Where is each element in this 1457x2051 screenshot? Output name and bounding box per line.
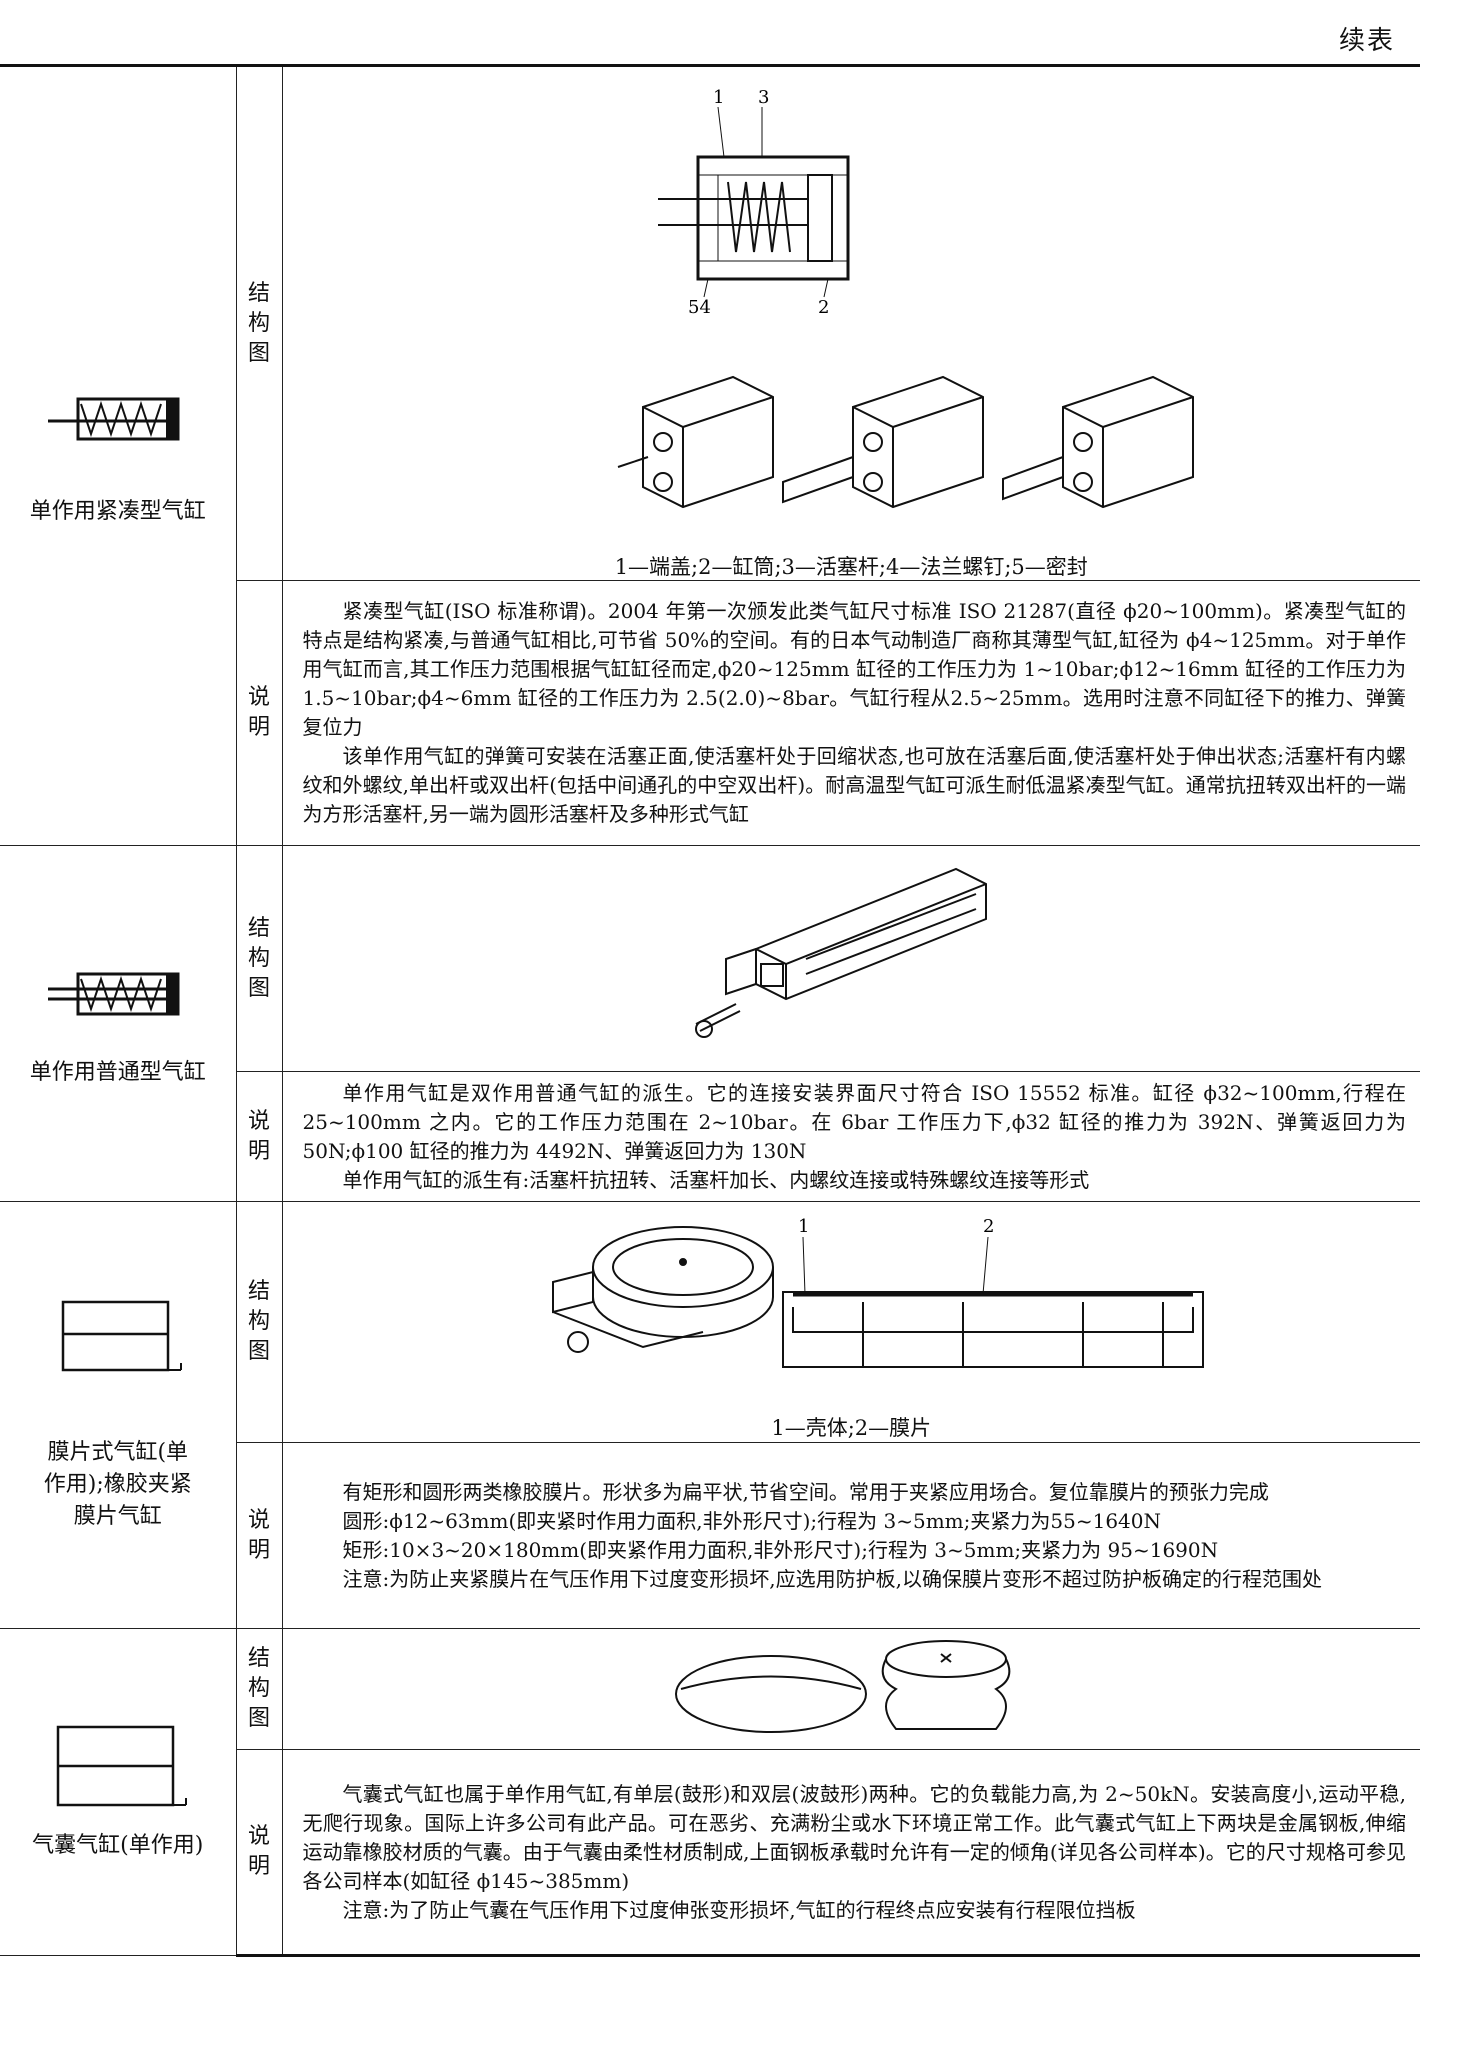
structure-label: 结构图 — [247, 915, 270, 1001]
row-4-name-cell: 气囊气缸(单作用) — [0, 1628, 237, 1956]
row-4-explanation-cell: 气囊式气缸也属于单作用气缸,有单层(鼓形)和双层(波鼓形)两种。它的负载能力高,… — [281, 1749, 1421, 1957]
paragraph: 该单作用气缸的弹簧可安装在活塞正面,使活塞杆处于回缩状态,也可放在活塞后面,使活… — [302, 744, 1407, 826]
paragraph: 圆形:ϕ12~63mm(即夹紧时作用力面积,非外形尺寸);行程为 3~5mm;夹… — [342, 1508, 1162, 1533]
explanation-label: 说明 — [247, 1108, 270, 1164]
row-2-explanation-label-cell: 说明 — [235, 1071, 283, 1202]
paragraph: 气囊式气缸也属于单作用气缸,有单层(鼓形)和双层(波鼓形)两种。它的负载能力高,… — [302, 1781, 1407, 1893]
row-2-description: 单作用气缸是双作用普通气缸的派生。它的连接安装界面尺寸符合 ISO 15552 … — [283, 1075, 1421, 1199]
row-3-name: 膜片式气缸(单作用);橡胶夹紧膜片气缸 — [43, 1440, 192, 1529]
diaphragm-cylinder-diagram: 1 2 — [551, 1216, 1204, 1368]
row-4-structure-cell — [281, 1628, 1420, 1750]
compact-cylinder-photos — [617, 375, 1194, 509]
row-1-name-cell: 单作用紧凑型气缸 — [0, 64, 237, 846]
row-4-name: 气囊气缸(单作用) — [32, 1833, 204, 1858]
paragraph: 单作用气缸的派生有:活塞杆抗扭转、活塞杆加长、内螺纹连接或特殊螺纹连接等形式 — [342, 1167, 1090, 1192]
row-4-description: 气囊式气缸也属于单作用气缸,有单层(鼓形)和双层(波鼓形)两种。它的负载能力高,… — [283, 1776, 1421, 1929]
row-3-name-cell: 膜片式气缸(单作用);橡胶夹紧膜片气缸 — [0, 1201, 237, 1629]
row-1-description: 紧凑型气缸(ISO 标准称谓)。2004 年第一次颁发此类气缸尺寸标准 ISO … — [283, 593, 1421, 833]
callout-1: 1 — [713, 87, 724, 108]
cylinder-table: 单作用紧凑型气缸 结构图 1 3 54 — [0, 64, 1420, 1957]
row-3-description: 有矩形和圆形两类橡胶膜片。形状多为扁平状,节省空间。常用于夹紧应用场合。复位靠膜… — [283, 1474, 1421, 1598]
row-2-explanation-cell: 单作用气缸是双作用普通气缸的派生。它的连接安装界面尺寸符合 ISO 15552 … — [281, 1071, 1421, 1202]
spring-cylinder-symbol-icon — [47, 972, 180, 1015]
structure-label: 结构图 — [247, 1646, 270, 1731]
row-1-structure-label-cell: 结构图 — [235, 64, 283, 581]
structure-label: 结构图 — [247, 280, 270, 366]
row-2-structure-label-cell: 结构图 — [235, 845, 283, 1072]
row-2-structure-cell — [281, 845, 1420, 1072]
row-1-explanation-label-cell: 说明 — [235, 580, 283, 846]
standard-cylinder-photo — [695, 867, 988, 1038]
row-3-structure-cell: 1 2 1—壳体;2—膜片 — [281, 1201, 1420, 1443]
row-3-structure-label-cell: 结构图 — [235, 1201, 283, 1443]
paragraph: 矩形:10×3~20×180mm(即夹紧作用力面积,非外形尺寸);行程为 3~5… — [342, 1537, 1219, 1562]
callout-2: 2 — [818, 297, 829, 318]
callout-3: 3 — [758, 87, 769, 108]
paragraph: 有矩形和圆形两类橡胶膜片。形状多为扁平状,节省空间。常用于夹紧应用场合。复位靠膜… — [342, 1479, 1269, 1504]
row-3-caption: 1—壳体;2—膜片 — [771, 1416, 932, 1440]
diaphragm-cylinder-symbol-icon — [61, 1300, 182, 1372]
callout-54: 54 — [688, 297, 711, 318]
explanation-label: 说明 — [247, 685, 270, 740]
paragraph: 注意:为了防止气囊在气压作用下过度伸张变形损坏,气缸的行程终点应安装有行程限位挡… — [342, 1897, 1136, 1922]
paragraph: 单作用气缸是双作用普通气缸的派生。它的连接安装界面尺寸符合 ISO 15552 … — [302, 1080, 1407, 1163]
row-2-name-cell: 单作用普通型气缸 — [0, 845, 237, 1202]
continued-label: 续表 — [1338, 26, 1395, 56]
explanation-label: 说明 — [247, 1507, 270, 1563]
structure-label: 结构图 — [247, 1279, 270, 1364]
callout-1: 1 — [798, 1216, 809, 1237]
compact-cylinder-section-diagram: 1 3 54 2 — [657, 87, 849, 318]
row-1-caption: 1—端盖;2—缸筒;3—活塞杆;4—法兰螺钉;5—密封 — [614, 555, 1088, 579]
row-3-explanation-cell: 有矩形和圆形两类橡胶膜片。形状多为扁平状,节省空间。常用于夹紧应用场合。复位靠膜… — [281, 1442, 1421, 1629]
row-4-explanation-label-cell: 说明 — [235, 1749, 283, 1957]
air-bellows-symbol-icon — [56, 1725, 187, 1807]
air-bellows-photo — [675, 1640, 1011, 1733]
explanation-label: 说明 — [247, 1824, 270, 1879]
row-1-name: 单作用紧凑型气缸 — [29, 499, 206, 524]
row-3-explanation-label-cell: 说明 — [235, 1442, 283, 1629]
spring-cylinder-symbol-icon — [47, 397, 180, 441]
callout-2: 2 — [983, 1216, 994, 1237]
row-2-name: 单作用普通型气缸 — [29, 1059, 206, 1085]
row-1-structure-cell: 1 3 54 2 — [281, 64, 1420, 581]
paragraph: 注意:为防止夹紧膜片在气压作用下过度变形损坏,应选用防护板,以确保膜片变形不超过… — [342, 1566, 1322, 1591]
row-1-explanation-cell: 紧凑型气缸(ISO 标准称谓)。2004 年第一次颁发此类气缸尺寸标准 ISO … — [281, 580, 1421, 846]
row-4-structure-label-cell: 结构图 — [235, 1628, 283, 1750]
paragraph: 紧凑型气缸(ISO 标准称谓)。2004 年第一次颁发此类气缸尺寸标准 ISO … — [302, 599, 1407, 739]
